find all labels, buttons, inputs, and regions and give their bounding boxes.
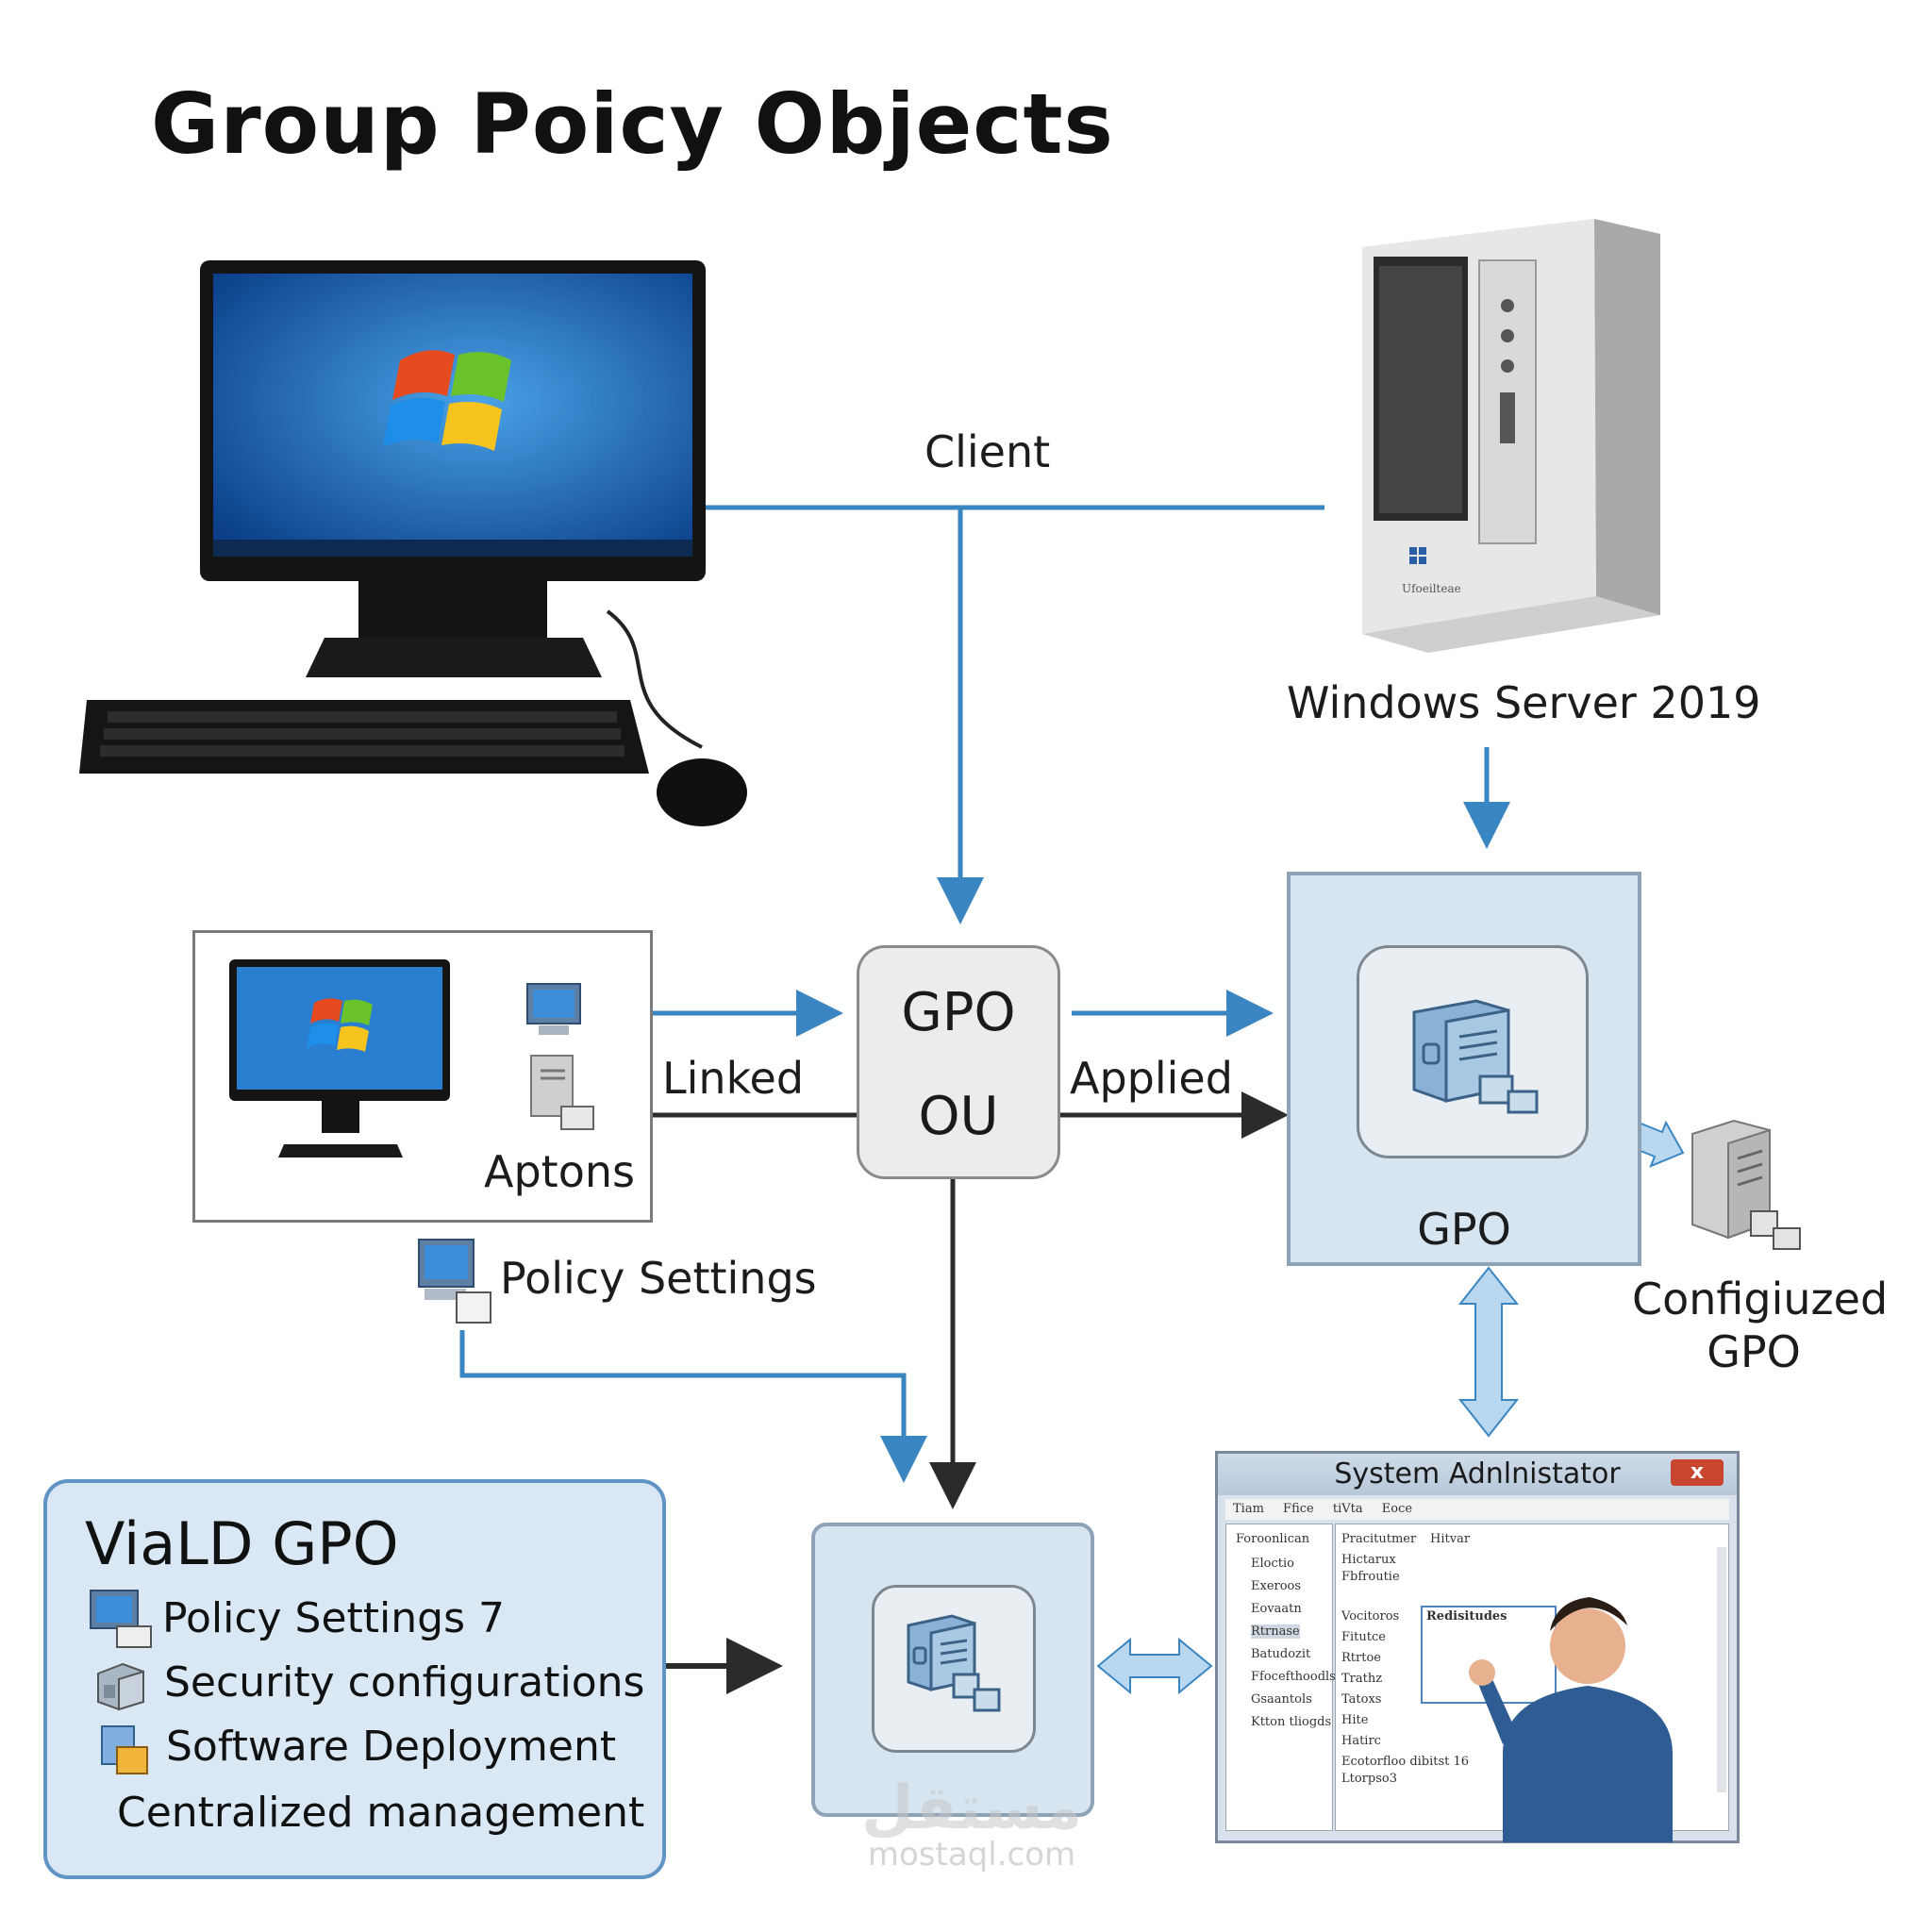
gpo-admin-double-arrow [1457, 1266, 1520, 1438]
tree-item-8[interactable]: Ktton tliogds [1251, 1715, 1332, 1729]
menu-item-4[interactable]: Eoce [1381, 1502, 1413, 1516]
linked-label: Linked [662, 1053, 805, 1104]
menu-item-1[interactable]: Tiam [1233, 1502, 1264, 1516]
system-administrator-window: System Adnlnistator x Tiam Ffice tiVta E… [1215, 1451, 1740, 1843]
detail-item-4: Fitutce [1341, 1630, 1386, 1644]
administrator-person-icon [1469, 1597, 1673, 1842]
detail-header-1: Pracitutmer [1341, 1532, 1417, 1546]
computer-small-icon [526, 983, 581, 1035]
gpo-database-icon [1412, 999, 1539, 1114]
linked-gpo-box [811, 1523, 1094, 1817]
tree-item-1[interactable]: Eloctio [1251, 1557, 1294, 1571]
detail-item-5: Rtrtoe [1341, 1651, 1381, 1665]
client-ou-box: Aptons [192, 930, 653, 1223]
gpo-box-label: GPO [1417, 1204, 1511, 1255]
watermark: مستقل mostaql.com [830, 1774, 1113, 1874]
applied-label: Applied [1070, 1053, 1233, 1104]
client-label: Client [924, 426, 1051, 477]
legend-box: ViaLD GPO Policy Settings 7 Security con… [43, 1479, 666, 1879]
software-deployment-icon [101, 1725, 148, 1774]
menu-item-2[interactable]: Ffice [1283, 1502, 1314, 1516]
tree-header: Foroonlican [1236, 1532, 1310, 1546]
window-title-bar [1218, 1454, 1737, 1495]
detail-footer-1: Ecotorfloo dibitst 16 [1341, 1755, 1470, 1769]
linked-gpo-tile [872, 1585, 1036, 1753]
legend-item-security: Security configurations [164, 1658, 645, 1707]
tree-item-5[interactable]: Batudozit [1251, 1647, 1311, 1661]
policy-settings-small-icon [90, 1590, 152, 1648]
policy-settings-icon [418, 1239, 491, 1324]
page-title: Group Poicy Objects [151, 75, 1114, 173]
detail-item-8: Hite [1341, 1713, 1369, 1727]
detail-item-3: Vocitoros [1341, 1609, 1400, 1624]
server-tower-icon: Ufoeilteae [1362, 219, 1660, 653]
detail-header-2: Hitvar [1430, 1532, 1471, 1546]
desktop-computer-icon [79, 260, 747, 826]
configured-gpo-server-icon [1691, 1119, 1801, 1250]
gpo-node-label: GPO [901, 982, 1016, 1043]
detail-footer-2: Ltorpso3 [1341, 1772, 1397, 1786]
menu-item-3[interactable]: tiVta [1332, 1502, 1363, 1516]
bottom-admin-double-arrow [1096, 1637, 1213, 1695]
linked-gpo-database-icon [907, 1614, 1001, 1712]
server-label: Windows Server 2019 [1287, 677, 1761, 728]
gpo-ou-node: GPO OU [857, 945, 1060, 1179]
policy-settings-label: Policy Settings [500, 1253, 817, 1304]
detail-item-2: Fbfroutie [1341, 1570, 1400, 1584]
configured-gpo-label-1: Configiuzed [1632, 1274, 1889, 1324]
tree-item-4[interactable]: Rtrnase [1251, 1624, 1300, 1639]
legend-heading: ViaLD GPO [85, 1509, 399, 1578]
watermark-site: mostaql.com [867, 1836, 1076, 1874]
security-icon [97, 1662, 144, 1711]
scrollbar[interactable] [1717, 1547, 1726, 1792]
tree-item-6[interactable]: Ffocefthoodls [1251, 1670, 1336, 1684]
watermark-arabic: مستقل [860, 1774, 1083, 1843]
tree-item-2[interactable]: Exeroos [1251, 1579, 1302, 1593]
configured-gpo-label-2: GPO [1707, 1326, 1801, 1377]
aptons-label: Aptons [484, 1146, 635, 1197]
gpo-container-box: GPO [1287, 872, 1641, 1266]
window-menu-bar: Tiam Ffice tiVta Eoce [1225, 1499, 1729, 1520]
detail-item-9: Hatirc [1341, 1734, 1381, 1748]
gpo-tile [1357, 945, 1589, 1158]
window-tree-pane: Foroonlican Eloctio Exeroos Eovaatn Rtrn… [1225, 1524, 1336, 1831]
legend-item-software: Software Deployment [166, 1723, 617, 1771]
legend-item-policy: Policy Settings 7 [162, 1594, 505, 1642]
detail-item-6: Trathz [1341, 1672, 1383, 1686]
tree-item-7[interactable]: Gsaantols [1251, 1692, 1312, 1707]
detail-item-7: Tatoxs [1341, 1692, 1382, 1707]
detail-item-1: Hictarux [1341, 1553, 1396, 1567]
window-title: System Adnlnistator [1334, 1457, 1621, 1491]
ou-node-label: OU [918, 1086, 999, 1147]
monitor-icon [229, 959, 450, 1158]
legend-item-centralized: Centralized management [117, 1789, 645, 1837]
window-close-button[interactable]: x [1671, 1459, 1724, 1486]
server-badge-text: Ufoeilteae [1402, 582, 1461, 595]
policy-settings-arrow [459, 1330, 927, 1483]
dialog-title: Redisitudes [1426, 1609, 1507, 1624]
tree-item-3[interactable]: Eovaatn [1251, 1602, 1302, 1616]
server-small-icon [530, 1055, 594, 1130]
